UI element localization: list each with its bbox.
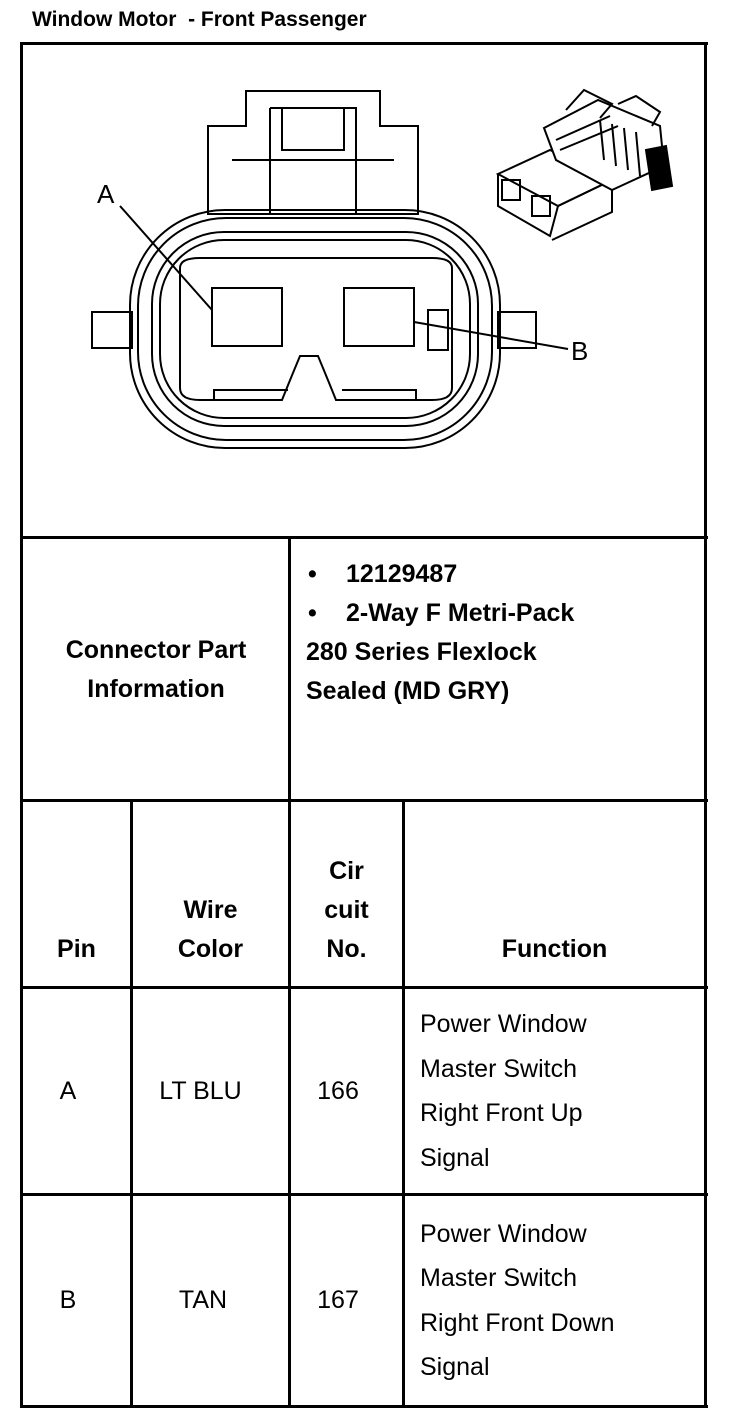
row-b-wire-color: TAN: [178, 1286, 228, 1314]
bullet-item: •12129487: [308, 560, 458, 588]
bullet-item: •2-Way F Metri-Pack: [308, 599, 575, 627]
divider-row-a: [20, 1193, 708, 1196]
connector-info-label: Connector Part Information: [22, 540, 290, 800]
table-border-left: [20, 42, 23, 1408]
row-a-function: Power Window Master Switch Right Front U…: [402, 989, 704, 1193]
row-a-pin: A: [59, 1076, 77, 1105]
terminal-b: [343, 287, 415, 347]
connector-body-outer: [129, 209, 501, 449]
table-border-bottom: [20, 1405, 708, 1408]
connector-seal: Sealed (MD GRY): [306, 677, 510, 705]
row-b-function-line: Signal: [420, 1353, 490, 1381]
row-b-circuit: 167: [317, 1286, 359, 1314]
header-circuit-text-1: Cir: [329, 857, 364, 885]
header-circuit-text-2: cuit: [324, 896, 369, 924]
header-circuit-text-3: No.: [326, 935, 367, 963]
connector-info-label-line1: Connector Part: [65, 636, 247, 664]
leader-a: [119, 205, 213, 311]
divider-diagram: [20, 536, 708, 539]
header-function-text: Function: [501, 935, 608, 963]
terminal-a: [211, 287, 283, 347]
row-b-function-line: Power Window: [420, 1219, 587, 1248]
row-a-circuit: 166: [317, 1076, 359, 1105]
row-a-function-line: Power Window: [420, 1010, 587, 1038]
row-a-function-line: Right Front Up: [420, 1099, 583, 1127]
leader-b: [413, 321, 569, 350]
side-tab-right: [497, 311, 537, 349]
part-number: 12129487: [346, 560, 458, 588]
connector-diagram: A B: [91, 88, 674, 449]
connector-series: 280 Series Flexlock: [306, 638, 537, 666]
divider-info: [20, 799, 708, 802]
pin-label-b: B: [571, 336, 588, 366]
header-wire-text-2: Color: [177, 935, 244, 963]
header-function: Function: [405, 803, 704, 987]
header-pin-text: Pin: [57, 935, 96, 963]
pin-label-a: A: [97, 179, 115, 209]
connector-info-value: •12129487 •2-Way F Metri-Pack 280 Series…: [306, 555, 704, 711]
divider-info-col: [288, 536, 291, 802]
connector-type: 2-Way F Metri-Pack: [346, 599, 575, 627]
page-title: Window Motor - Front Passenger: [32, 8, 367, 31]
row-b-function-line: Right Front Down: [420, 1308, 615, 1337]
row-b-function-line: Master Switch: [420, 1264, 577, 1292]
divider-col-circuit: [402, 799, 405, 1408]
divider-col-wire: [288, 799, 291, 1408]
row-a-function-line: Master Switch: [420, 1054, 577, 1083]
side-tab-left: [91, 311, 133, 349]
row-b-function: Power Window Master Switch Right Front D…: [402, 1196, 704, 1405]
row-b-pin: B: [59, 1286, 77, 1314]
header-wire-text-1: Wire: [183, 896, 238, 924]
divider-col-pin: [130, 799, 133, 1408]
header-circuit: Cir cuit No.: [291, 803, 402, 987]
connector-info-label-line2: Information: [87, 675, 225, 703]
table-border-right: [704, 42, 707, 1408]
connector-body-inner: [151, 231, 479, 427]
row-a-function-line: Signal: [420, 1143, 490, 1172]
header-pin: Pin: [23, 803, 130, 987]
row-a-wire-color: LT BLU: [159, 1076, 242, 1105]
connector-latch: [207, 90, 419, 215]
divider-header: [20, 986, 708, 989]
header-wire-color: Wire Color: [133, 803, 288, 987]
table-border-top: [20, 42, 708, 45]
connector-3d-icon: [495, 88, 674, 241]
